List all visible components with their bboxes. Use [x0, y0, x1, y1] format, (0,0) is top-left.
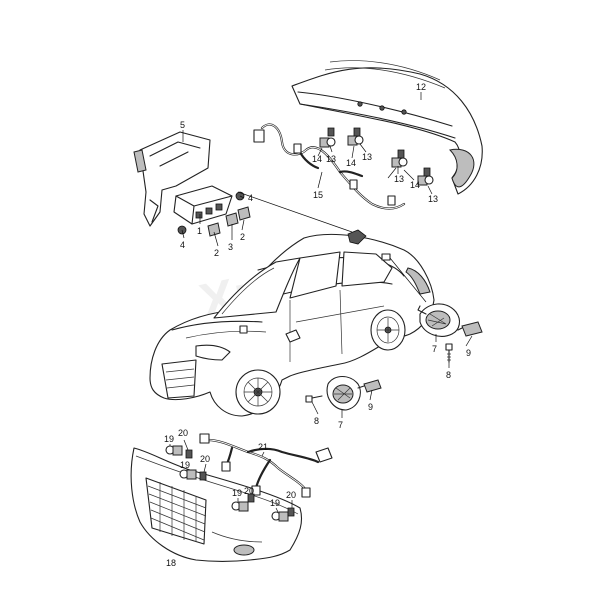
callout-4: 4	[248, 193, 253, 203]
car-illustration	[149, 229, 435, 417]
callout-leaders	[169, 92, 473, 513]
callout-9: 9	[466, 348, 471, 358]
callout-13: 13	[394, 174, 404, 184]
callout-19: 19	[180, 460, 190, 470]
callout-15: 15	[313, 190, 323, 200]
callout-14: 14	[312, 154, 322, 164]
callout-12: 12	[416, 82, 426, 92]
rear-buzzer-connector[interactable]	[457, 321, 483, 337]
callout-3: 3	[228, 242, 233, 252]
front-buzzer-bolt[interactable]	[305, 395, 323, 403]
callout-2: 2	[214, 248, 219, 258]
callout-2: 2	[240, 232, 245, 242]
control-unit-bracket[interactable]	[133, 131, 211, 227]
rear-parking-sensors[interactable]	[319, 127, 434, 186]
front-parking-sensors[interactable]	[165, 445, 295, 522]
callout-9: 9	[368, 402, 373, 412]
callout-14: 14	[410, 180, 420, 190]
callout-4: 4	[180, 240, 185, 250]
callout-21: 21	[258, 442, 268, 452]
callout-19: 19	[270, 498, 280, 508]
callout-20: 20	[286, 490, 296, 500]
front-bumper[interactable]	[130, 447, 303, 563]
callout-5: 5	[180, 120, 185, 130]
callout-20: 20	[244, 486, 254, 496]
callout-7: 7	[432, 344, 437, 354]
callout-20: 20	[178, 428, 188, 438]
rear-warning-buzzer[interactable]	[417, 303, 461, 337]
callout-1: 1	[197, 226, 202, 236]
callout-13: 13	[326, 154, 336, 164]
callout-20: 20	[200, 454, 210, 464]
callout-14: 14	[346, 158, 356, 168]
callout-numbers: 12 5 13 14 14 13 13 14 13 15 4 1 2 3 2 4…	[164, 82, 471, 568]
callout-13: 13	[362, 152, 372, 162]
callout-13: 13	[428, 194, 438, 204]
callout-19: 19	[232, 488, 242, 498]
front-warning-buzzer[interactable]	[326, 375, 361, 411]
leader-unit-to-car	[237, 191, 353, 233]
front-buzzer-connector[interactable]	[357, 379, 382, 393]
callout-18: 18	[166, 558, 176, 568]
rear-bumper[interactable]	[291, 60, 483, 195]
connector-icon	[253, 129, 265, 143]
callout-7: 7	[338, 420, 343, 430]
rear-parking-sensor-harness[interactable]	[253, 123, 406, 210]
callout-19: 19	[164, 434, 174, 444]
callout-8: 8	[446, 370, 451, 380]
callout-8: 8	[314, 416, 319, 426]
front-parking-sensor-harness[interactable]	[199, 433, 333, 498]
rear-buzzer-bolt[interactable]	[445, 343, 453, 363]
parking-aid-control-unit[interactable]	[173, 185, 233, 225]
leader-buzzer-rear	[389, 257, 427, 303]
